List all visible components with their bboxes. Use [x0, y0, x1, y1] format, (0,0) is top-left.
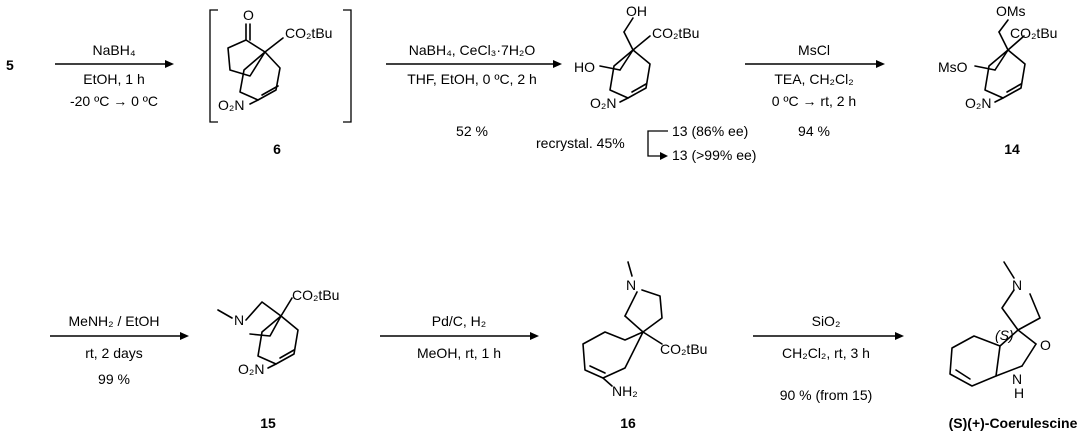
- s14-oms: OMs: [996, 3, 1026, 19]
- step4-condition-1: rt, 2 days: [85, 345, 143, 361]
- structure-coerulescine: [949, 261, 1041, 387]
- step4-reagent: MeNH₂ / EtOH: [69, 313, 160, 329]
- coerulescine-h: H: [1014, 385, 1024, 401]
- s13-ho: HO: [574, 59, 595, 75]
- step4-yield: 99 %: [98, 371, 130, 387]
- compound-label-14: 14: [1004, 141, 1020, 157]
- step3-yield: 94 %: [798, 123, 830, 139]
- step3-condition-1: TEA, CH₂Cl₂: [774, 71, 853, 87]
- s16-nh2: NH₂: [612, 383, 638, 399]
- step2-yield: 52 %: [456, 123, 488, 139]
- compound-label-6: 6: [273, 141, 281, 157]
- structure-6: [227, 23, 284, 105]
- reaction-arrow-2: [386, 60, 562, 68]
- step2-condition-1: THF, EtOH, 0 ºC, 2 h: [407, 71, 537, 87]
- structure-15: [217, 297, 299, 369]
- intermediate-brackets: [209, 9, 352, 123]
- s15-co2tbu: CO₂tBu: [292, 287, 339, 303]
- s13-no2: O₂N: [590, 95, 616, 111]
- compound-label-start: 5: [6, 57, 14, 73]
- s15-no2: O₂N: [238, 361, 264, 377]
- step6-yield: 90 % (from 15): [780, 387, 873, 403]
- structure-16: [582, 261, 663, 387]
- reaction-arrow-4: [50, 332, 189, 340]
- s16-co2tbu: CO₂tBu: [660, 341, 707, 357]
- s13-oh: OH: [626, 3, 647, 19]
- s14-mso: MsO: [938, 59, 968, 75]
- recrystal-after: 13 (>99% ee): [672, 147, 756, 163]
- reaction-arrow-1: [55, 60, 174, 68]
- recrystal-before: 13 (86% ee): [672, 123, 748, 139]
- coerulescine-nh: N: [1012, 371, 1022, 387]
- s6-co2tbu: CO₂tBu: [285, 25, 332, 41]
- reaction-arrow-6: [753, 332, 904, 340]
- s6-no2: O₂N: [218, 97, 244, 113]
- step6-condition-1: CH₂Cl₂, rt, 3 h: [782, 345, 870, 361]
- step1-reagent: NaBH₄: [92, 42, 135, 58]
- s15-n: N: [234, 312, 244, 328]
- coerulescine-n: N: [1012, 277, 1022, 293]
- recrystal-label: recrystal. 45%: [536, 135, 625, 151]
- reaction-arrow-5: [380, 332, 539, 340]
- s13-co2tbu: CO₂tBu: [652, 25, 699, 41]
- step3-reagent: MsCl: [798, 42, 830, 58]
- step6-reagent: SiO₂: [812, 313, 841, 329]
- compound-label-15: 15: [260, 415, 276, 431]
- coerulescine-o: O: [1040, 337, 1051, 353]
- step5-reagent: Pd/C, H₂: [432, 313, 486, 329]
- step2-reagent: NaBH₄, CeCl₃·7H₂O: [409, 42, 536, 58]
- step3-condition-2: 0 ºC → rt, 2 h: [772, 93, 856, 109]
- coerulescine-stereo: (S): [995, 327, 1014, 343]
- recrystal-arrow: [647, 130, 668, 160]
- structure-13: [599, 17, 651, 103]
- compound-label-product: (S)(+)-Coerulescine: [949, 415, 1078, 431]
- step1-condition-1: EtOH, 1 h: [83, 71, 144, 87]
- step5-condition-1: MeOH, rt, 1 h: [417, 345, 501, 361]
- compound-label-16: 16: [620, 415, 636, 431]
- s6-carbonyl-o: O: [243, 7, 254, 23]
- structure-14: [974, 19, 1026, 103]
- s16-n: N: [626, 277, 636, 293]
- s14-co2tbu: CO₂tBu: [1010, 25, 1057, 41]
- step1-condition-2: -20 ºC → 0 ºC: [70, 93, 158, 109]
- s14-no2: O₂N: [965, 95, 991, 111]
- reaction-arrow-3: [745, 60, 885, 68]
